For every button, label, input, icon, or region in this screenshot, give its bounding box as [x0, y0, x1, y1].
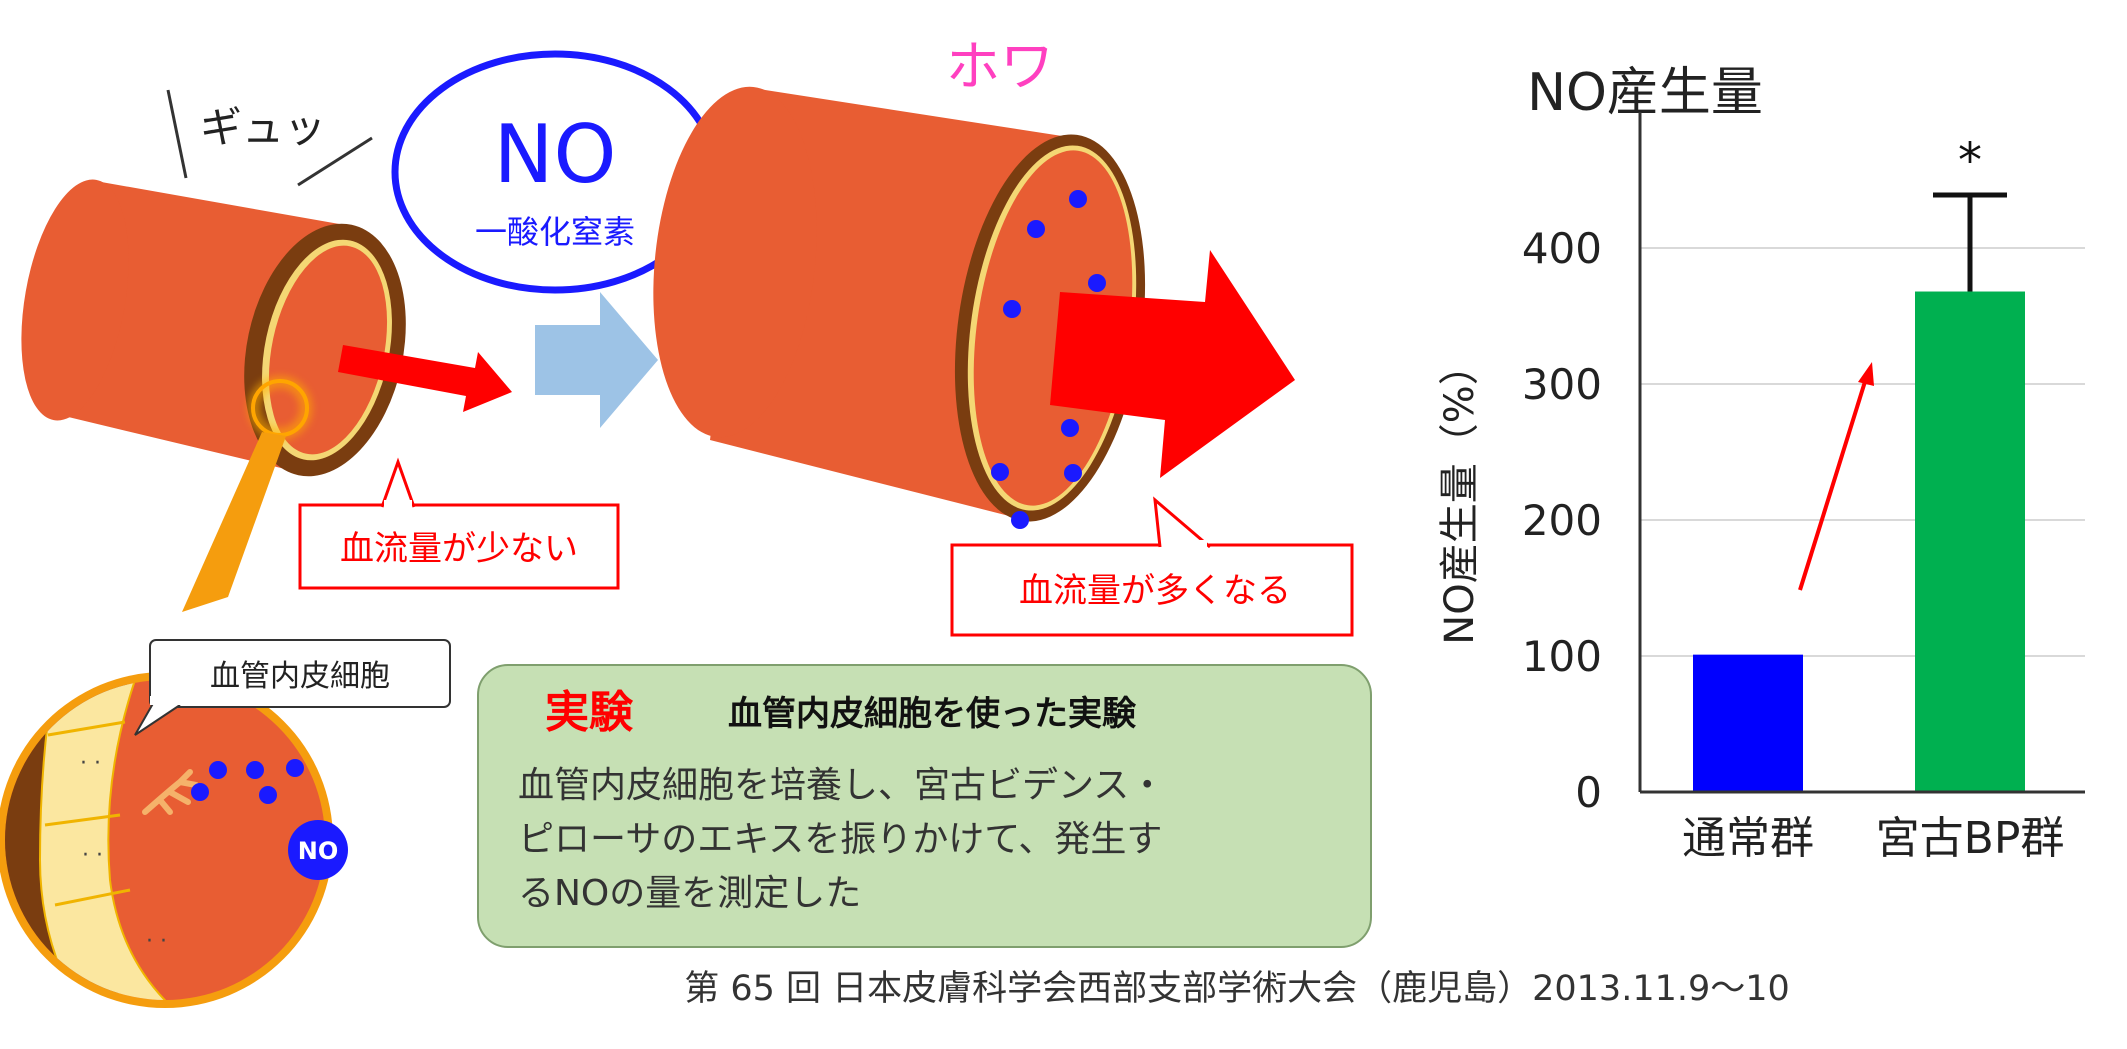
experiment-line-1: 血管内皮細胞を培養し、宮古ビデンス・ [518, 765, 1165, 806]
squeeze-mark-right [297, 136, 373, 187]
no-dot [259, 786, 277, 804]
no-dot [1027, 220, 1045, 238]
chart-bars: 通常群 * 宮古BP群 [1682, 133, 2064, 864]
y-tick-label: 300 [1522, 360, 1602, 409]
vessel-dilated: ホワ 血流量が多くなる [653, 35, 1354, 637]
no-symbol: NO [494, 108, 617, 201]
cell-hand [142, 769, 199, 815]
low-flow-label: 血流量が少ない [340, 529, 578, 569]
vessel-lumen [268, 245, 388, 455]
large-flow-arrow [1050, 250, 1295, 478]
no-dot [1061, 419, 1079, 437]
vessel-dilated-lumen [973, 150, 1133, 506]
transition-arrow [535, 292, 658, 428]
significance-marker: * [1958, 133, 1982, 189]
squeeze-mark-left [166, 89, 188, 179]
vessel-dilated-back-end [653, 86, 817, 438]
chart-y-ticks: 0 100 200 300 400 [1522, 224, 1602, 817]
no-dot [1011, 511, 1029, 529]
cell-face: · · [82, 843, 103, 868]
endothelial-zoom: · · · · · · · · NO 血管内皮細胞 [0, 639, 451, 1008]
no-production-chart: NO産生量 NO産生量（%） 0 100 200 300 400 通常群 * 宮古BP群 [1437, 63, 2085, 864]
bar-control [1693, 654, 1803, 792]
no-dot [991, 463, 1009, 481]
fluffy-text: ホワ [946, 35, 1054, 98]
cell-face: · · [146, 929, 167, 954]
experiment-line-3: るNOの量を測定した [518, 873, 861, 914]
experiment-line-2: ピローサのエキスを振りかけて、発生す [518, 819, 1162, 860]
low-flow-callout: 血流量が少ない [298, 457, 620, 590]
x-category-label: 通常群 [1682, 813, 1814, 864]
trend-arrow-head [1858, 362, 1874, 386]
y-tick-label: 200 [1522, 496, 1602, 545]
cell-label: 血管内皮細胞 [210, 659, 390, 694]
experiment-tag: 実験 [545, 687, 634, 738]
no-dot [1064, 464, 1082, 482]
experiment-title: 血管内皮細胞を使った実験 [728, 694, 1137, 734]
y-tick-label: 100 [1522, 632, 1602, 681]
trend-arrow-shaft [1798, 371, 1870, 591]
no-dot [209, 761, 227, 779]
high-flow-label: 血流量が多くなる [1019, 571, 1291, 611]
chart-title: NO産生量 [1527, 63, 1763, 123]
experiment-box: 実験 血管内皮細胞を使った実験 血管内皮細胞を培養し、宮古ビデンス・ ピローサの… [477, 664, 1372, 948]
zoom-connector [182, 432, 286, 612]
no-dot [1069, 190, 1087, 208]
vessel-constricted: ギュッ 血流量が少ない [21, 89, 620, 612]
no-molecule-label: NO [298, 837, 339, 865]
no-dot [246, 761, 264, 779]
chart-y-axis-label: NO産生量（%） [1437, 345, 1483, 644]
no-dot [286, 759, 304, 777]
y-tick-label: 0 [1575, 768, 1602, 817]
conference-footer: 第 65 回 日本皮膚科学会西部支部学術大会（鹿児島）2013.11.9～10 [684, 969, 1790, 1009]
vessel-back-end [21, 179, 129, 421]
no-dots-vessel [991, 190, 1106, 529]
no-dot [1088, 274, 1106, 292]
no-dot [1003, 300, 1021, 318]
y-tick-label: 400 [1522, 224, 1602, 273]
no-bubble: NO 一酸化窒素 [391, 50, 719, 294]
no-molecule [288, 820, 348, 880]
cell-face: · · [80, 751, 101, 776]
bar-miyako-bp [1915, 291, 2025, 792]
no-name: 一酸化窒素 [475, 213, 635, 251]
high-flow-callout: 血流量が多くなる [950, 496, 1354, 637]
cell-label-callout: 血管内皮細胞 [134, 639, 451, 736]
squeeze-text: ギュッ [200, 103, 326, 152]
x-category-label: 宮古BP群 [1876, 813, 2065, 864]
small-flow-arrow [338, 345, 512, 412]
no-dot [191, 783, 209, 801]
